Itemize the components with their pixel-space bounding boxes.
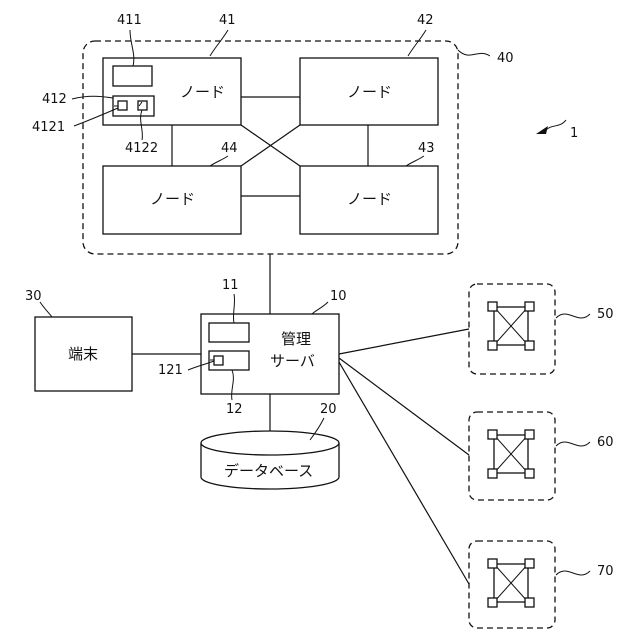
database: データベース (201, 431, 339, 489)
terminal-label: 端末 (68, 345, 98, 363)
site-60-corner-tr (525, 430, 534, 439)
node-42-label: ノード (347, 83, 392, 101)
site-70-corner-bl (488, 598, 497, 607)
link-server-site-50 (339, 329, 469, 354)
component-411-ref: 411 (117, 13, 142, 28)
server-component-11 (209, 323, 249, 342)
site-60-corner-bl (488, 469, 497, 478)
node-42-ref: 42 (417, 13, 434, 28)
node-42: ノード (300, 58, 438, 125)
site-70-corner-tr (525, 559, 534, 568)
management-server: 管理 サーバ (201, 314, 339, 394)
link-server-site-60 (339, 358, 469, 455)
site-60-corner-br (525, 469, 534, 478)
subcomponent-4122-ref: 4122 (125, 141, 158, 156)
site-70-ref: 70 (597, 564, 614, 579)
node-41-leader (210, 30, 228, 56)
site-50-ref: 50 (597, 307, 614, 322)
site-60 (469, 412, 555, 500)
node-group-leader (458, 50, 490, 56)
site-50-corner-tr (525, 302, 534, 311)
server-subcomponent-121-ref: 121 (158, 363, 183, 378)
node-41-ref: 41 (219, 13, 236, 28)
node-41-subcomponent-4121 (118, 101, 127, 110)
site-50 (469, 284, 555, 374)
node-43-label: ノード (347, 190, 392, 208)
node-44-label: ノード (150, 190, 195, 208)
subcomponent-4121-ref: 4121 (32, 120, 65, 135)
node-44-ref: 44 (221, 141, 238, 156)
node-43: ノード (300, 166, 438, 234)
site-50-corner-bl (488, 341, 497, 350)
node-44: ノード (103, 166, 241, 234)
node-41-component-411 (113, 66, 152, 86)
figure-ref-arrowhead (536, 126, 548, 134)
terminal-leader (40, 302, 52, 317)
server-component-11-ref: 11 (222, 278, 239, 293)
node-41: ノード (103, 58, 241, 125)
management-server-label-line1: 管理 (281, 330, 311, 348)
node-44-leader (210, 156, 228, 166)
node-43-ref: 43 (418, 141, 435, 156)
site-70 (469, 541, 555, 628)
figure-ref-label: 1 (570, 126, 578, 141)
management-server-ref: 10 (330, 289, 347, 304)
node-42-leader (408, 30, 426, 56)
site-60-leader (556, 442, 590, 446)
site-50-corner-br (525, 341, 534, 350)
node-41-label: ノード (180, 83, 225, 101)
server-component-12-ref: 12 (226, 402, 243, 417)
node-43-leader (406, 156, 424, 166)
database-label: データベース (224, 462, 313, 480)
figure-ref-leader (546, 120, 566, 130)
node-group-ref: 40 (497, 51, 514, 66)
site-60-corner-tl (488, 430, 497, 439)
database-top (201, 431, 339, 455)
server-subcomponent-121 (214, 356, 223, 365)
database-ref: 20 (320, 402, 337, 417)
site-70-leader (556, 571, 590, 575)
site-60-ref: 60 (597, 435, 614, 450)
management-server-label-line2: サーバ (270, 352, 315, 370)
management-server-leader (312, 302, 328, 314)
terminal: 端末 (35, 317, 132, 391)
component-412-ref: 412 (42, 92, 67, 107)
site-50-corner-tl (488, 302, 497, 311)
site-70-corner-br (525, 598, 534, 607)
link-server-site-70 (339, 362, 469, 584)
terminal-ref: 30 (25, 289, 42, 304)
site-50-leader (556, 314, 590, 318)
site-70-corner-tl (488, 559, 497, 568)
